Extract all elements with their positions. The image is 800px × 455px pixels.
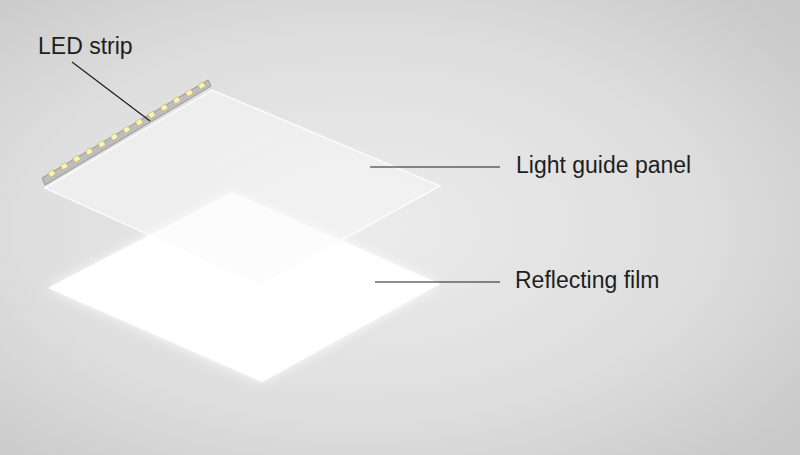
part-label: Light guide panel xyxy=(516,152,691,180)
led-chip xyxy=(135,119,143,126)
leader-line xyxy=(72,62,150,121)
led-chips xyxy=(48,82,206,177)
led-chip xyxy=(160,104,168,111)
leader-line xyxy=(370,167,500,168)
panel-tint xyxy=(45,90,440,285)
part-label: LED strip xyxy=(38,33,133,61)
led-chip xyxy=(110,133,118,140)
leader-line xyxy=(375,282,500,283)
led-chip xyxy=(98,141,106,148)
led-chip xyxy=(148,111,156,118)
led-chip xyxy=(198,82,206,89)
led-chip xyxy=(85,148,93,155)
led-chip xyxy=(173,97,181,104)
led-chip xyxy=(48,170,56,177)
led-chip xyxy=(60,163,68,170)
light-guide-panel xyxy=(45,90,440,285)
led-chip xyxy=(73,155,81,162)
part-label: Reflecting film xyxy=(515,267,659,295)
led-chip xyxy=(185,89,193,96)
led-chip xyxy=(123,126,131,133)
led-strip-bar xyxy=(42,80,211,185)
